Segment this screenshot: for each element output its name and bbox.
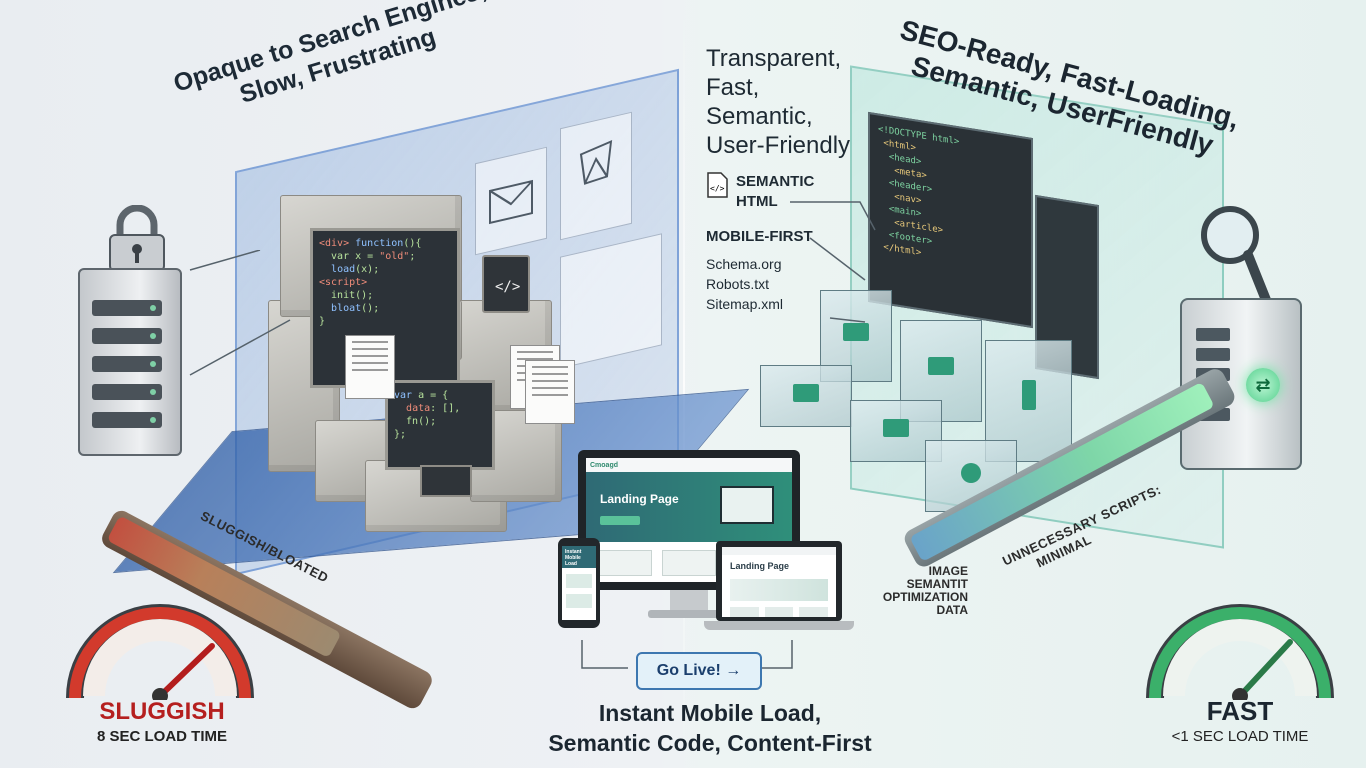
image-label-line: DATA (936, 603, 968, 617)
image-optimization-label: IMAGE SEMANTIT OPTIMIZATION DATA (868, 565, 968, 617)
semantic-tag-line: SEMANTIC (736, 173, 815, 190)
envelope-icon (489, 179, 533, 225)
mobile-phone: Instant Mobile Load (558, 538, 600, 628)
document-icon (525, 360, 575, 424)
label-connectors (790, 201, 876, 323)
svg-text:</>: </> (495, 279, 520, 295)
connector-arrows (189, 250, 291, 376)
speedometer-icon (66, 604, 254, 700)
quality-item: Fast, (706, 74, 760, 101)
seo-files-list: Schema.org Robots.txt Sitemap.xml (706, 254, 783, 314)
image-placeholder-icon (579, 140, 613, 185)
image-label-line: SEMANTIT (906, 577, 968, 591)
semantic-code-screen: <!DOCTYPE html> <html> <head> <meta> <he… (868, 111, 1033, 329)
padlock-icon (109, 205, 165, 272)
code-file-icon: </> (482, 255, 530, 313)
mobile-first-tag: MOBILE-FIRST (706, 228, 813, 245)
go-live-arrows (581, 640, 793, 669)
load-time-slow: 8 SEC LOAD TIME (96, 728, 227, 745)
center-tagline: Instant Mobile Load, Semantic Code, Cont… (500, 698, 920, 758)
wireframe-card (560, 233, 662, 369)
magnifier-icon (1201, 206, 1273, 310)
qualities-list: Transparent, Fast, Semantic, User-Friend… (706, 44, 850, 160)
center-divider (683, 0, 685, 768)
laptop: Landing Page (704, 541, 854, 633)
seo-file: Robots.txt (706, 276, 770, 292)
semantic-tag-line: HTML (736, 193, 778, 210)
quality-item: Semantic, (706, 103, 813, 130)
wireframe-card (560, 111, 632, 241)
go-live-button[interactable]: Go Live! → (636, 652, 762, 690)
monitor-page-title: Landing Page (600, 492, 679, 506)
quality-item: User-Friendly (706, 132, 851, 159)
server-icon (78, 268, 182, 456)
glass-block (760, 365, 852, 427)
left-headline-line: Opaque to Search Engines, (170, 0, 490, 98)
svg-text:</>: </> (710, 184, 725, 193)
tagline-line: Semantic Code, Content-First (548, 730, 872, 756)
mini-screen (420, 465, 472, 497)
seo-file: Sitemap.xml (706, 296, 784, 312)
legacy-code-screen: var a = { data: [], fn(); }; (385, 380, 495, 470)
status-sluggish: SLUGGISH (99, 698, 225, 725)
quality-item: Transparent, (706, 45, 842, 72)
image-label-line: OPTIMIZATION (882, 590, 968, 604)
tagline-line: Instant Mobile Load, (598, 700, 822, 726)
sync-icon: ⇄ (1246, 368, 1280, 402)
status-fast: FAST (1206, 696, 1274, 726)
monitor-brand: Cmoagd (586, 458, 792, 472)
seo-file: Schema.org (706, 256, 782, 272)
semantic-html-tag: </> SEMANTIC HTML (706, 172, 814, 212)
speedometer-icon (1146, 604, 1334, 700)
image-label-line: IMAGE (928, 564, 968, 578)
wireframe-card (475, 146, 547, 256)
phone-title: Instant Mobile Load (562, 546, 596, 568)
load-time-fast: <1 SEC LOAD TIME (1171, 728, 1309, 745)
monitor-hero-button (600, 516, 640, 525)
laptop-page-title: Landing Page (730, 561, 790, 571)
left-headline: Opaque to Search Engines, Slow, Frustrat… (170, 0, 503, 127)
document-icon (345, 335, 395, 399)
code-file-icon: </> (707, 172, 728, 198)
